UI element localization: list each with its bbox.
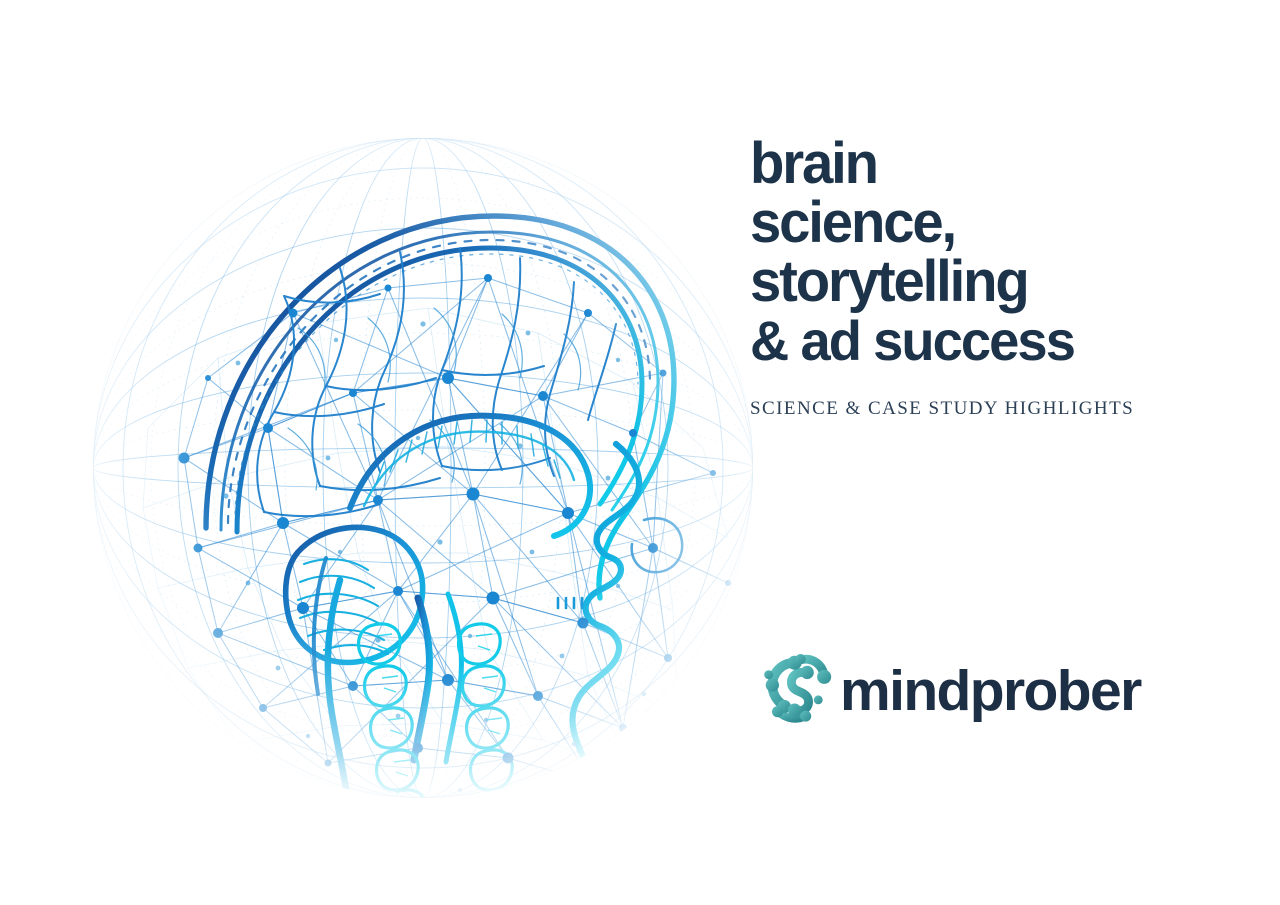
mindprober-logo: mindprober	[762, 648, 1142, 728]
title-line-4: & ad success	[750, 309, 1076, 372]
subtitle: SCIENCE & CASE STUDY HIGHLIGHTS	[750, 398, 1135, 419]
mindprober-wordmark: mindprober	[840, 658, 1142, 723]
title-line-1: brain	[750, 131, 879, 196]
title-line-2: science,	[750, 190, 957, 255]
headline-block: brain science, storytelling & ad success…	[750, 134, 1170, 420]
mindprober-network-node-mark-icon	[762, 648, 836, 728]
title-line-3: storytelling	[750, 249, 1030, 314]
brain-network-sphere-illustration	[88, 128, 758, 808]
